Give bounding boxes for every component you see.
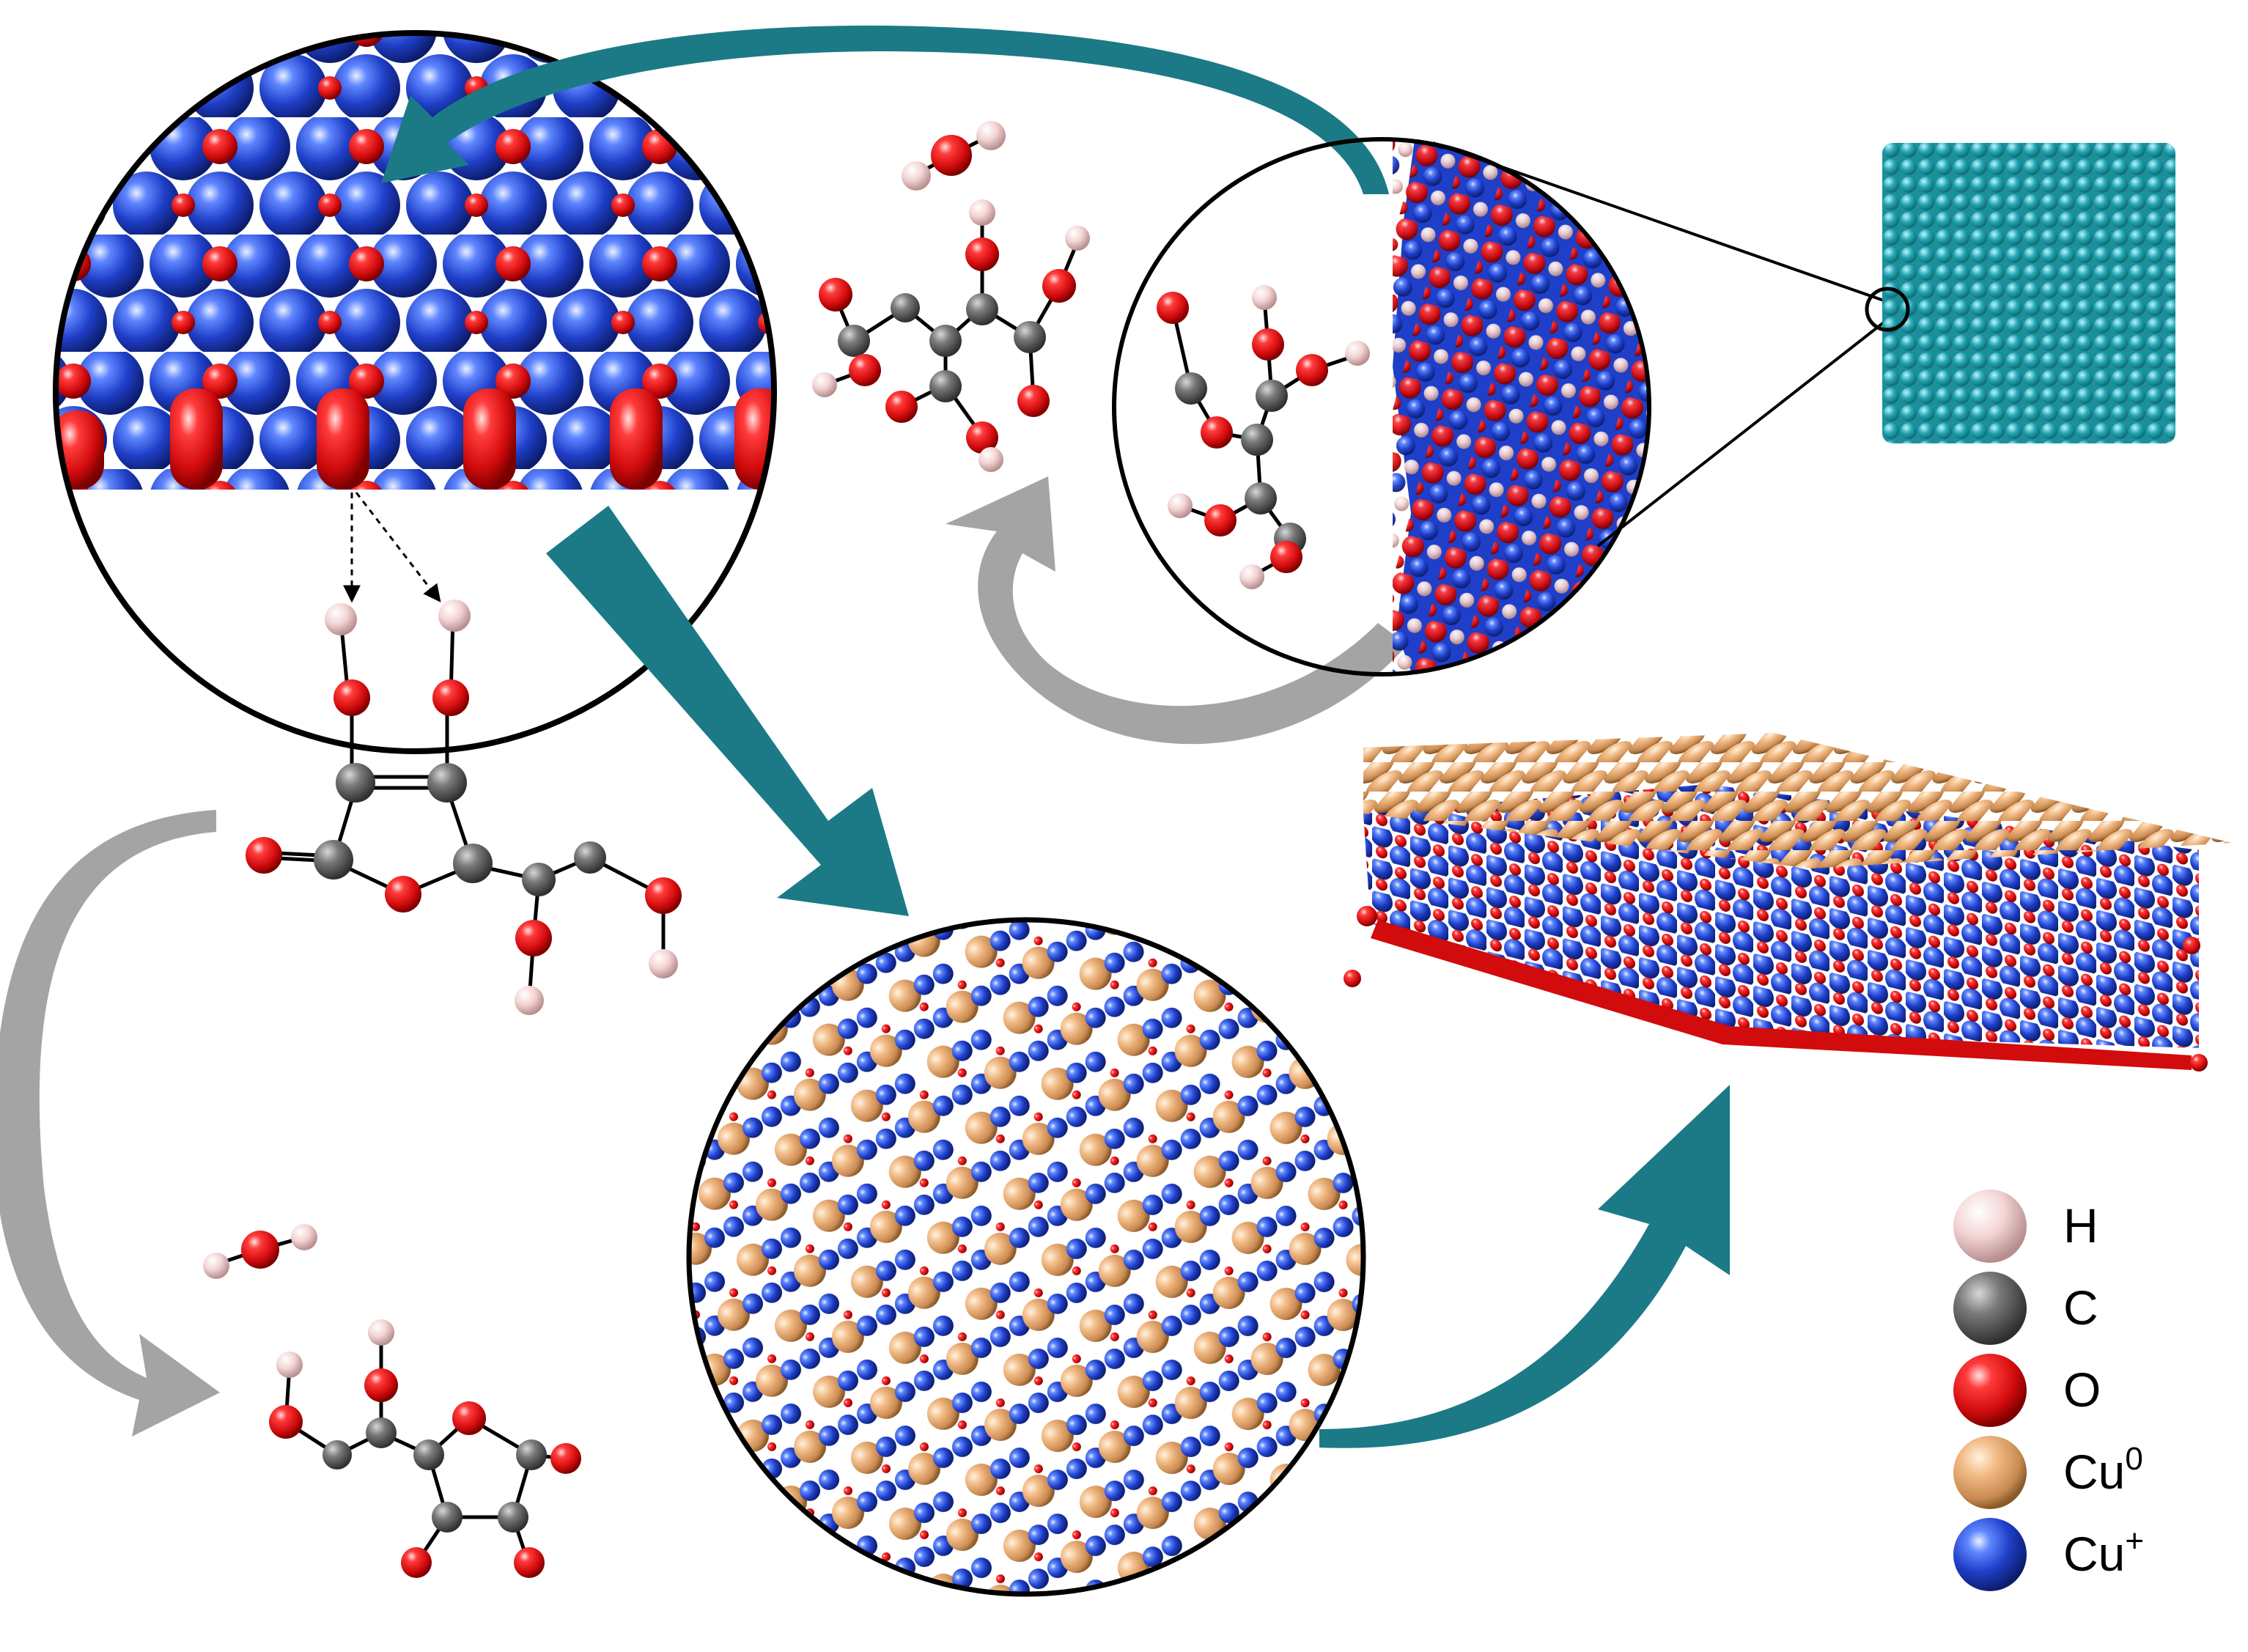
dehydroascorbic-acid-atoms	[269, 1319, 581, 1578]
interface-zoom-circle	[1112, 137, 1651, 676]
circle-magnifier-icon	[1865, 287, 1910, 332]
legend-swatch	[1953, 1436, 2027, 1509]
ascorbic-acid-molecule	[263, 619, 666, 1001]
water-molecule-bottom	[203, 1224, 317, 1279]
legend-item: H	[1953, 1190, 2098, 1263]
nanocube-icon	[1865, 143, 2175, 443]
ascorbic-acid-atoms	[246, 600, 682, 1015]
legend-swatch	[1953, 1354, 2027, 1427]
legend-label: O	[2063, 1362, 2101, 1417]
legend-item: O	[1953, 1354, 2101, 1427]
legend-item: Cu0	[1953, 1436, 2143, 1509]
teal-curved-arrow-right	[1319, 1085, 1730, 1448]
legend-item: C	[1953, 1272, 2098, 1345]
cu-slab-model	[1344, 733, 2232, 1072]
zoom-lines	[1432, 141, 1885, 547]
legend-swatch	[1953, 1190, 2027, 1263]
teal-diagonal-arrow	[546, 506, 909, 916]
oxygen-edge-row	[56, 388, 774, 490]
legend-label: Cu0	[2063, 1441, 2143, 1499]
intermediate-molecule-atoms	[812, 199, 1090, 472]
legend-label: H	[2063, 1198, 2098, 1253]
water-molecule-top	[902, 121, 1006, 191]
legend-label: Cu+	[2063, 1523, 2144, 1581]
teal-curved-arrow-top	[381, 25, 1389, 194]
legend-swatch	[1953, 1272, 2027, 1345]
legend-item: Cu+	[1953, 1518, 2144, 1591]
cu-mixed-surface-circle	[686, 917, 1366, 1597]
legend-label: C	[2063, 1280, 2098, 1335]
legend-swatch	[1953, 1518, 2027, 1591]
gray-curved-arrow-middle	[946, 476, 1407, 745]
gray-curved-arrow-left	[0, 810, 220, 1437]
